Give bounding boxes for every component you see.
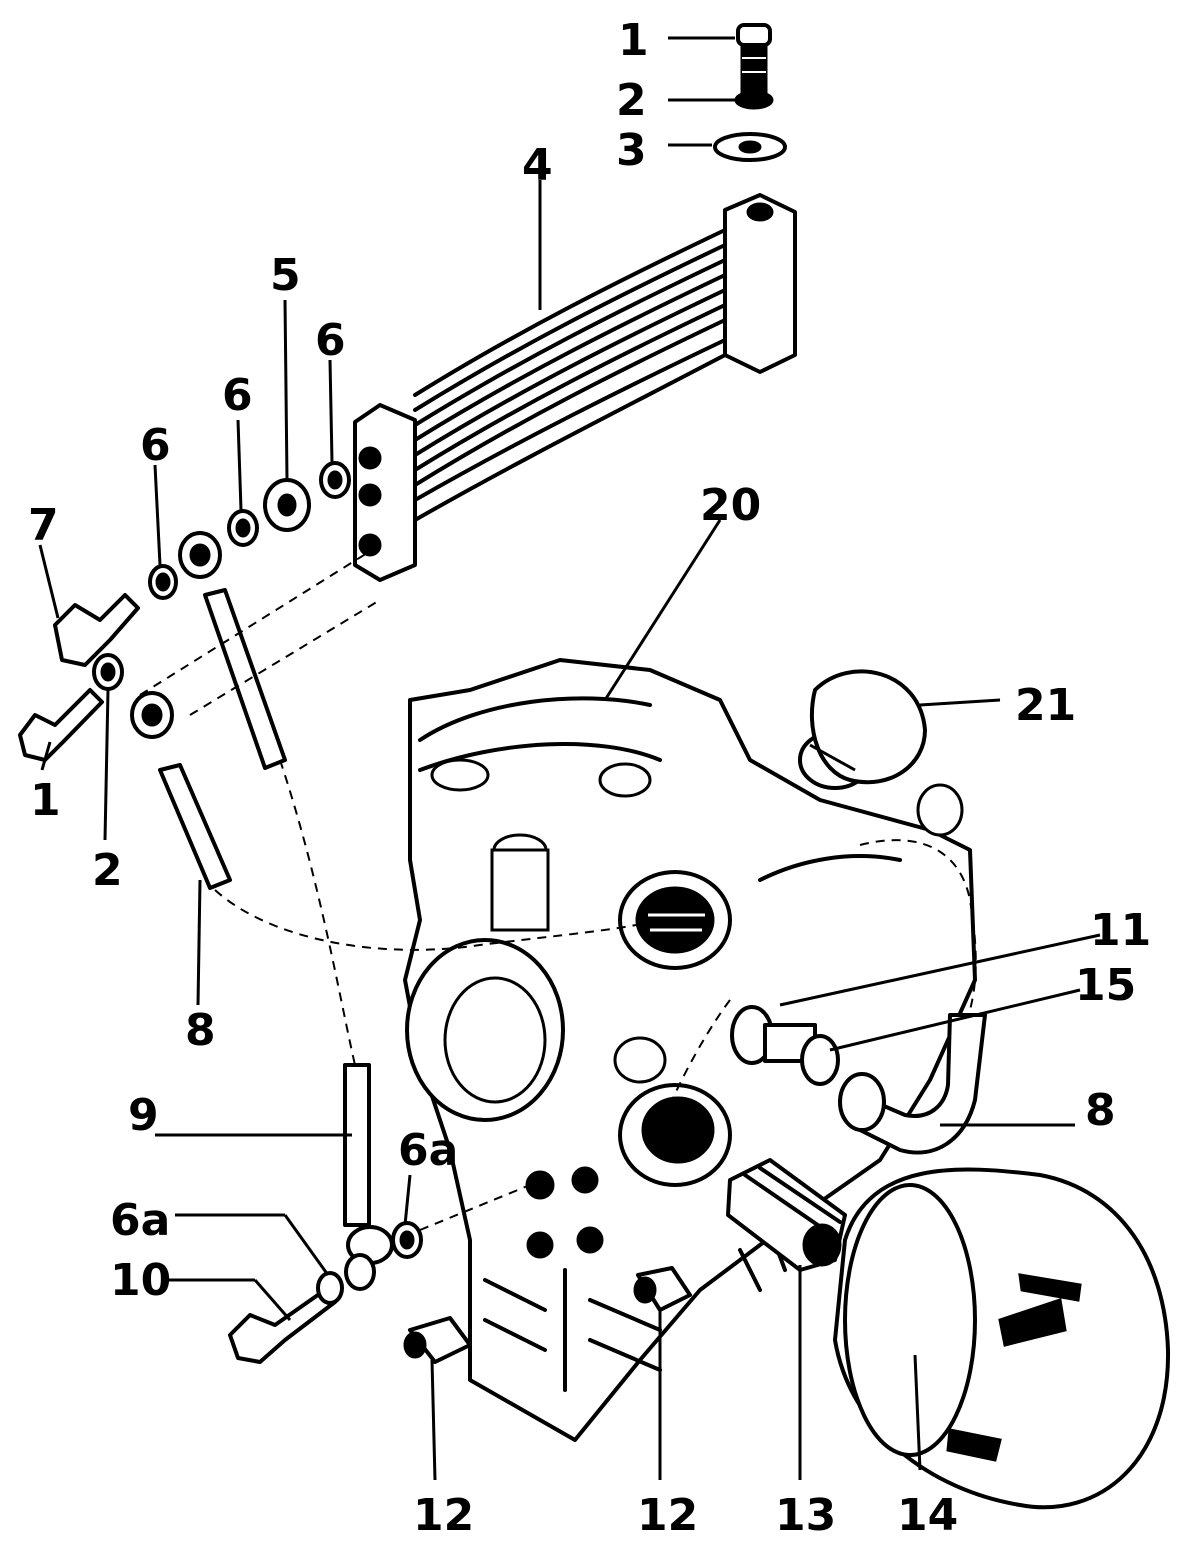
callout-6a-left: 6a	[110, 1195, 170, 1246]
callout-5: 5	[270, 250, 301, 301]
callout-6-b: 6	[222, 370, 253, 421]
callout-1-top: 1	[618, 15, 649, 66]
callout-8-right: 8	[1085, 1085, 1116, 1136]
callout-6-c: 6	[140, 420, 171, 471]
oil-filter	[833, 1167, 1171, 1510]
callout-3: 3	[616, 125, 647, 176]
callout-6a-right: 6a	[398, 1125, 458, 1176]
left-fasteners	[18, 461, 351, 762]
callout-2-left: 2	[92, 845, 123, 896]
callout-10: 10	[110, 1255, 171, 1306]
callout-12-right: 12	[637, 1490, 698, 1541]
callout-2-top: 2	[616, 75, 647, 126]
callout-14: 14	[897, 1490, 958, 1541]
callout-7: 7	[28, 500, 59, 551]
leader-lines	[38, 36, 1101, 1481]
callout-12-left: 12	[413, 1490, 474, 1541]
callout-13: 13	[775, 1490, 836, 1541]
callout-15: 15	[1075, 960, 1136, 1011]
callout-20: 20	[700, 480, 761, 531]
callout-11: 11	[1090, 905, 1151, 956]
cap-plug	[798, 669, 927, 790]
callout-labels: 1 2 3 4 5 6 6 6 7 1 2 20 21 8 11 15 8 9 …	[28, 15, 1151, 1541]
engine-block	[403, 658, 977, 1442]
callout-1-left: 1	[30, 775, 61, 826]
bottom-left-bolt	[228, 1221, 423, 1364]
hoses	[158, 588, 987, 1265]
plugs	[403, 1266, 692, 1364]
callout-8-left: 8	[185, 1005, 216, 1056]
filter-adapter	[726, 1158, 847, 1272]
callout-9: 9	[128, 1090, 159, 1141]
top-bolt-assembly	[713, 23, 787, 162]
assembly-lines	[139, 544, 977, 1231]
oil-cooler	[353, 193, 797, 582]
callout-6-a: 6	[315, 315, 346, 366]
callout-4: 4	[522, 140, 553, 191]
union-fitting	[730, 1005, 886, 1132]
callout-21: 21	[1015, 680, 1076, 731]
